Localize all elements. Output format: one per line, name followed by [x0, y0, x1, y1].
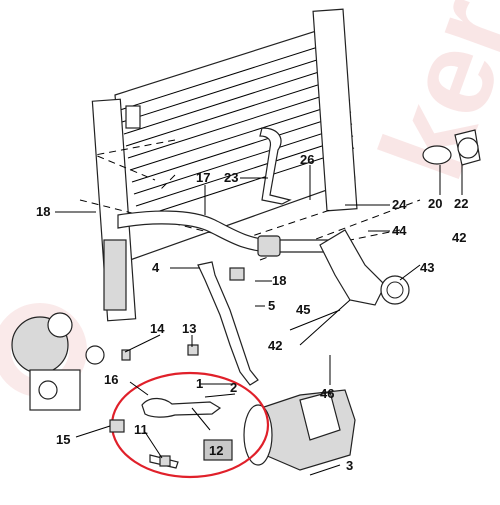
callout-16: 16 [104, 372, 118, 387]
bypass-hose-4-5 [197, 261, 259, 386]
callout-20: 20 [428, 196, 442, 211]
callout-2: 2 [230, 380, 237, 395]
highlight-label-box [203, 439, 233, 461]
thermostat-housing-45 [319, 229, 386, 306]
callout-11: 11 [134, 422, 148, 437]
callout-46: 46 [320, 386, 334, 401]
leader-lines [55, 165, 463, 476]
callout-22: 22 [454, 196, 468, 211]
callout-labels: 17 23 18 26 24 44 42 20 22 4 18 5 45 43 … [36, 152, 468, 473]
upper-hose-23 [259, 127, 292, 205]
callout-23: 23 [224, 170, 238, 185]
radiator-assembly [91, 8, 358, 322]
hose-fittings-20-22 [422, 129, 481, 166]
engine-cover [299, 391, 341, 441]
fitting-22-ring [457, 137, 479, 159]
radiator-fins [119, 39, 355, 219]
callout-17: 17 [196, 170, 210, 185]
turbo-flange [85, 345, 105, 365]
clamp-18 [229, 267, 245, 281]
callout-18-left: 18 [36, 204, 50, 219]
radiator-right-tank [312, 8, 358, 212]
radiator-left-bracket [103, 239, 127, 311]
bolt-14 [121, 349, 131, 361]
callout-13: 13 [182, 321, 196, 336]
callout-42-right: 42 [452, 230, 466, 245]
callout-14: 14 [150, 321, 165, 336]
callout-43: 43 [420, 260, 434, 275]
turbo-assembly [11, 312, 105, 411]
turbo-inlet [47, 312, 73, 338]
engine-pulley [243, 404, 273, 466]
callout-1: 1 [196, 376, 203, 391]
callout-4: 4 [152, 260, 160, 275]
pipe-12 [141, 397, 222, 418]
bolt-13 [187, 344, 199, 356]
turbo-port [38, 380, 58, 400]
callout-45: 45 [296, 302, 310, 317]
clamp-15 [109, 419, 125, 433]
clamp-20 [422, 145, 452, 165]
callout-3: 3 [346, 458, 353, 473]
callout-5: 5 [268, 298, 275, 313]
watermark-text: ker [354, 0, 500, 196]
engine-block [243, 389, 356, 471]
callout-24: 24 [392, 197, 407, 212]
radiator-left-cap [125, 105, 141, 129]
callout-18-mid: 18 [272, 273, 286, 288]
callout-42-mid: 42 [268, 338, 282, 353]
hose-connector [257, 235, 281, 257]
highlight-label: 12 [203, 439, 233, 461]
callout-44: 44 [392, 223, 407, 238]
callout-26: 26 [300, 152, 314, 167]
seal-ring-43 [380, 275, 410, 305]
bolt-11 [159, 455, 171, 467]
callout-15: 15 [56, 432, 70, 447]
callout-12: 12 [209, 443, 223, 458]
